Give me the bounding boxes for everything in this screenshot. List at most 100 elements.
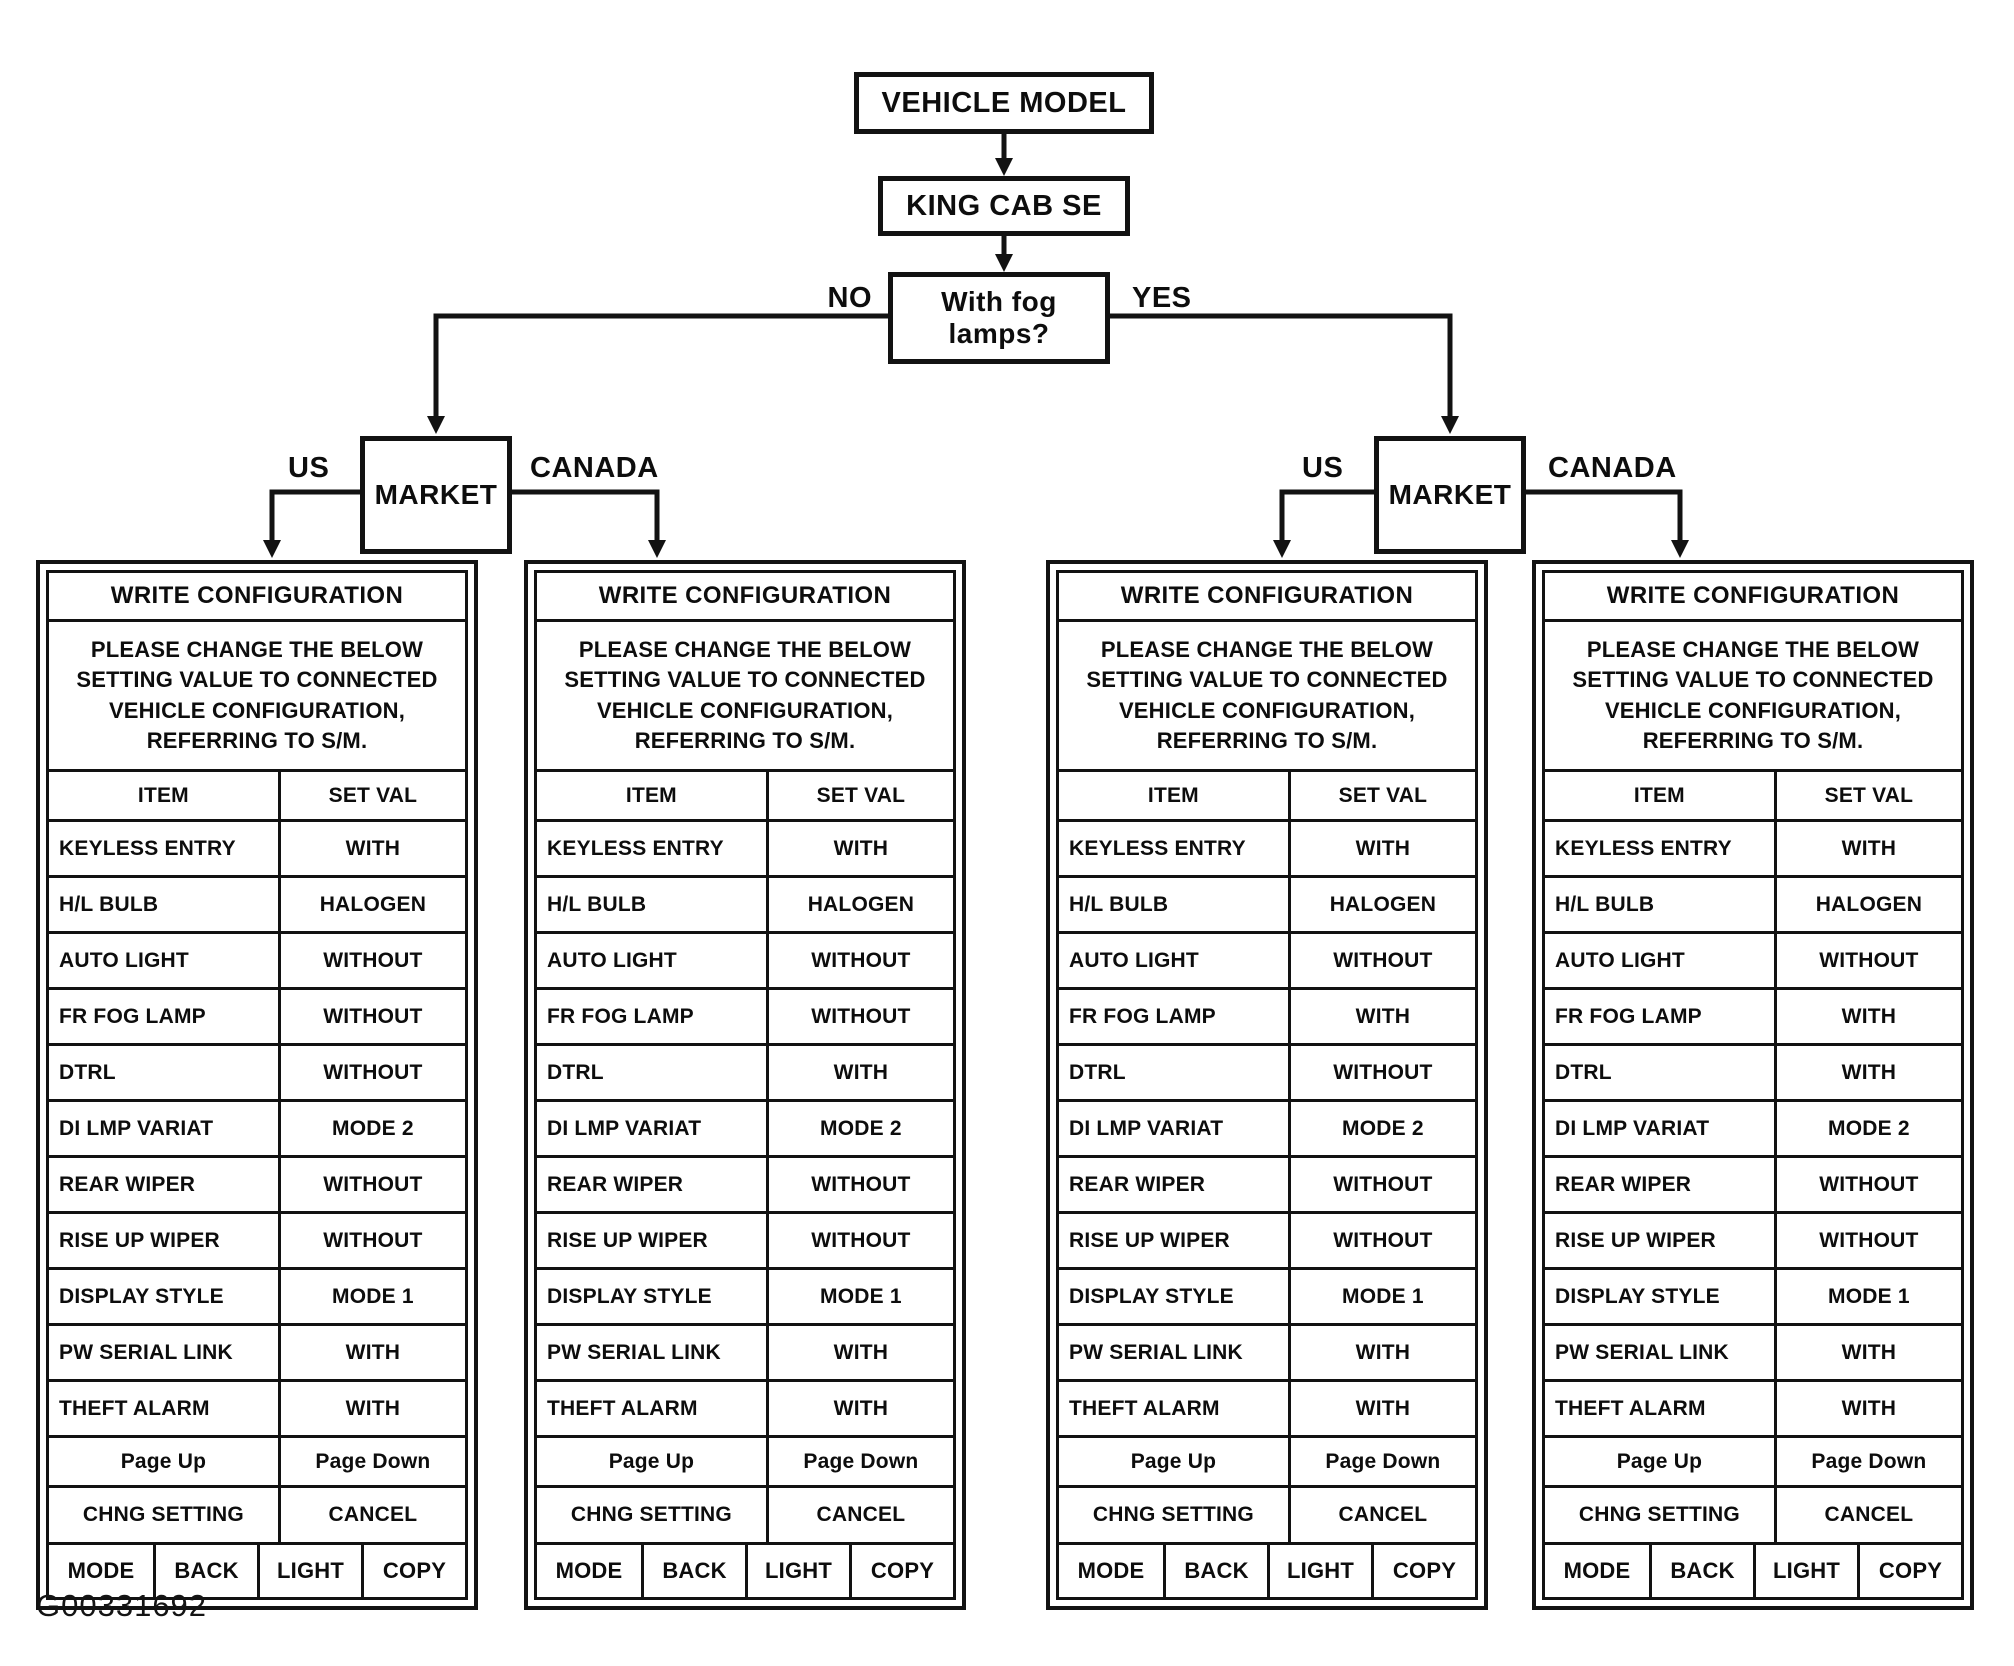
- column-header-set-val: SET VAL: [1773, 772, 1961, 820]
- config-set-value: WITHOUT: [277, 1158, 465, 1212]
- node-king-cab-se: KING CAB SE: [878, 176, 1130, 236]
- config-item-label: REAR WIPER: [547, 1172, 684, 1196]
- config-item-label: DI LMP VARIAT: [1555, 1116, 1710, 1140]
- config-item-label: RISE UP WIPER: [59, 1228, 220, 1252]
- page-up-button: Page Up: [120, 1449, 207, 1473]
- config-item-label: PW SERIAL LINK: [1069, 1340, 1243, 1364]
- config-set-value: WITH: [765, 1326, 953, 1380]
- node-market-left: MARKET: [360, 436, 512, 554]
- config-set-value: WITHOUT: [277, 1046, 465, 1100]
- config-set-value: WITH: [1287, 1326, 1475, 1380]
- config-item-label: PW SERIAL LINK: [59, 1340, 233, 1364]
- table-title: WRITE CONFIGURATION: [1606, 582, 1900, 609]
- column-header-item: ITEM: [137, 783, 189, 807]
- config-set-value: MODE 1: [1287, 1270, 1475, 1324]
- config-set-value: WITH: [765, 1382, 953, 1436]
- copy-button: COPY: [849, 1545, 953, 1598]
- config-item-label: THEFT ALARM: [59, 1396, 210, 1420]
- pager-row: Page Up Page Down: [537, 1435, 953, 1486]
- column-header-set-val: SET VAL: [1287, 772, 1475, 820]
- pager-row: Page Up Page Down: [1059, 1435, 1475, 1486]
- config-set-value: MODE 2: [1773, 1102, 1961, 1156]
- table-instruction: PLEASE CHANGE THE BELOW SETTING VALUE TO…: [49, 619, 465, 769]
- instruction-line: REFERRING TO S/M.: [146, 728, 368, 754]
- config-set-value: WITHOUT: [1287, 1046, 1475, 1100]
- config-set-value: WITHOUT: [1287, 934, 1475, 988]
- connector-lines: [263, 134, 1689, 558]
- light-button: LIGHT: [1267, 1545, 1371, 1598]
- column-header-item: ITEM: [1147, 783, 1199, 807]
- table-header-row: ITEM SET VAL: [1545, 769, 1961, 820]
- config-table-inner: WRITE CONFIGURATION PLEASE CHANGE THE BE…: [46, 570, 468, 1601]
- back-button: BACK: [1649, 1545, 1753, 1598]
- pager-row: Page Up Page Down: [1545, 1435, 1961, 1486]
- config-item-label: DI LMP VARIAT: [1069, 1116, 1224, 1140]
- market-label: MARKET: [374, 479, 498, 510]
- light-button: LIGHT: [257, 1545, 361, 1598]
- light-button: LIGHT: [745, 1545, 849, 1598]
- config-item-label: DISPLAY STYLE: [1069, 1284, 1234, 1308]
- config-item-label: DI LMP VARIAT: [547, 1116, 702, 1140]
- config-set-value: WITHOUT: [1773, 934, 1961, 988]
- decision-line2: lamps?: [948, 318, 1050, 349]
- table-title: WRITE CONFIGURATION: [1120, 582, 1414, 609]
- mode-button: MODE: [1077, 1558, 1145, 1584]
- config-item-label: KEYLESS ENTRY: [1555, 836, 1732, 860]
- instruction-line: REFERRING TO S/M.: [1642, 728, 1864, 754]
- config-set-value: WITHOUT: [765, 1214, 953, 1268]
- model-name-label: KING CAB SE: [906, 189, 1102, 222]
- change-setting-row: CHNG SETTING CANCEL: [537, 1485, 953, 1543]
- config-item-label: DTRL: [1069, 1060, 1126, 1084]
- config-item-label: REAR WIPER: [1555, 1172, 1692, 1196]
- config-set-value: HALOGEN: [277, 878, 465, 932]
- config-item-label: DTRL: [59, 1060, 116, 1084]
- config-row: DI LMP VARIAT MODE 2: [1545, 1099, 1961, 1156]
- config-set-value: WITH: [1773, 1382, 1961, 1436]
- node-fog-lamps-decision: With fog lamps?: [888, 272, 1110, 364]
- config-item-label: DTRL: [1555, 1060, 1612, 1084]
- instruction-line: PLEASE CHANGE THE BELOW: [90, 637, 424, 662]
- config-set-value: WITHOUT: [277, 990, 465, 1044]
- config-set-value: HALOGEN: [1773, 878, 1961, 932]
- change-setting-row: CHNG SETTING CANCEL: [49, 1485, 465, 1543]
- mode-button: MODE: [67, 1558, 135, 1584]
- config-item-label: KEYLESS ENTRY: [59, 836, 236, 860]
- config-item-label: THEFT ALARM: [547, 1396, 698, 1420]
- config-set-value: WITHOUT: [765, 990, 953, 1044]
- edge-label-no: NO: [827, 282, 872, 314]
- config-row: DTRL WITHOUT: [49, 1043, 465, 1100]
- config-item-label: FR FOG LAMP: [1555, 1004, 1702, 1028]
- config-set-value: WITH: [1773, 1326, 1961, 1380]
- cancel-button: CANCEL: [277, 1488, 465, 1543]
- column-header-item: ITEM: [1633, 783, 1685, 807]
- config-set-value: WITH: [277, 822, 465, 876]
- config-set-value: WITHOUT: [277, 1214, 465, 1268]
- instruction-line: VEHICLE CONFIGURATION,: [108, 697, 406, 723]
- config-set-value: HALOGEN: [1287, 878, 1475, 932]
- config-table-inner: WRITE CONFIGURATION PLEASE CHANGE THE BE…: [534, 570, 956, 1601]
- config-set-value: WITH: [1287, 822, 1475, 876]
- copy-button: COPY: [361, 1545, 465, 1598]
- edge-label-canada-left: CANADA: [530, 452, 659, 484]
